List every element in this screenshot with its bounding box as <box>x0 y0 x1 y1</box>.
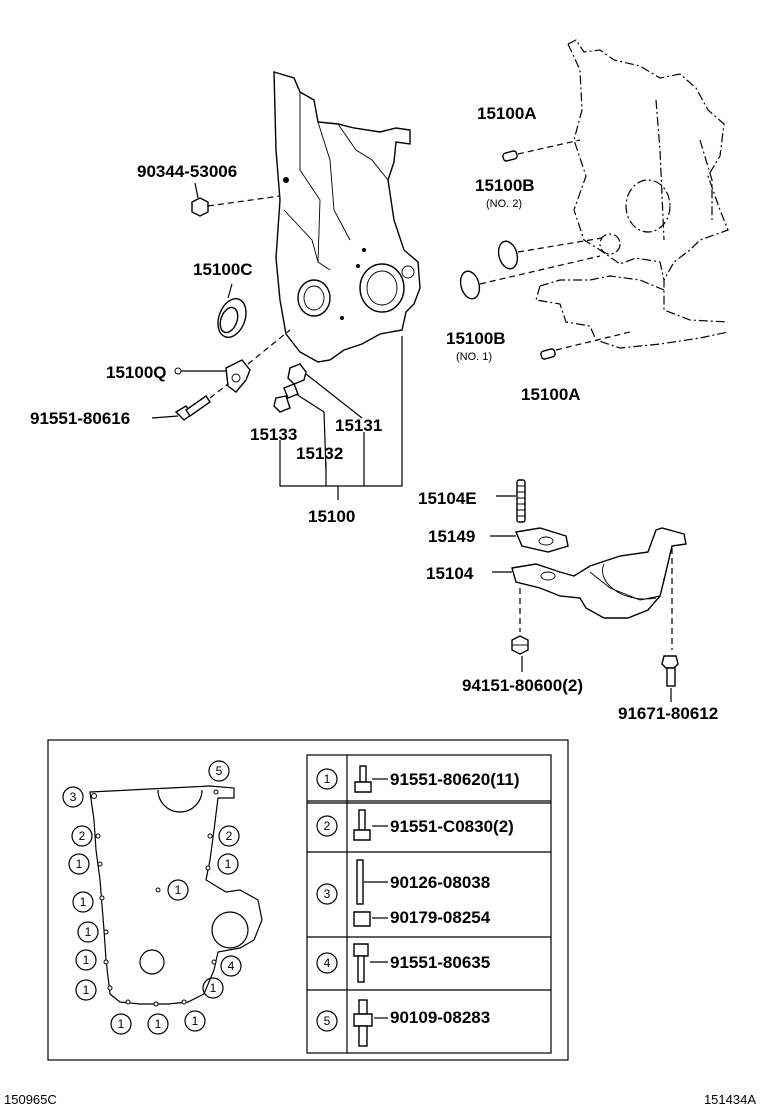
oil-seal-15100C <box>217 283 247 339</box>
gasket-15149 <box>490 527 569 553</box>
cover-marker: 1 <box>118 1017 125 1031</box>
cover-marker: 1 <box>83 983 90 997</box>
strainer-15104 <box>492 527 687 650</box>
cover-marker: 2 <box>226 829 233 843</box>
timing-cover-drawing <box>273 71 421 363</box>
label-15100B-top: 15100B <box>475 176 535 195</box>
bolt-row-4: 4 91551-80635 <box>316 943 490 983</box>
label-15100A-bottom: 15100A <box>521 385 581 404</box>
cover-position-markers: 5 3 2 2 1 1 1 1 1 1 1 1 4 1 1 1 <box>62 760 242 1035</box>
footer-code-left: 150965C <box>4 1092 57 1107</box>
union-bolt-icon <box>353 999 373 1047</box>
engine-block-outline <box>535 39 729 349</box>
bolt-table: 1 91551-80620(11) 2 91551-C0830(2) <box>306 754 552 1054</box>
label-15100Q: 15100Q <box>106 363 167 382</box>
stud-bolt-icon <box>356 859 364 905</box>
footer-code-right: 151434A <box>704 1092 756 1107</box>
label-91551-80616: 91551-80616 <box>30 409 130 428</box>
label-15104: 15104 <box>426 564 474 583</box>
sensor-15100Q <box>174 329 291 393</box>
nut-94151 <box>511 635 529 672</box>
cover-marker: 4 <box>228 959 235 973</box>
bolt-part-number: 91551-80635 <box>390 953 490 972</box>
label-15104E: 15104E <box>418 489 477 508</box>
flange-nut-icon <box>353 911 371 927</box>
label-15100B-bottom: 15100B <box>446 329 506 348</box>
cover-marker: 1 <box>155 1017 162 1031</box>
spring-15132 <box>283 383 327 471</box>
flange-bolt-icon <box>353 809 371 841</box>
bolt-row-1: 1 91551-80620(11) <box>316 765 520 793</box>
cover-marker: 5 <box>216 764 223 778</box>
label-15100: 15100 <box>308 507 355 526</box>
row-key: 1 <box>324 772 331 786</box>
label-94151-80600: 94151-80600(2) <box>462 676 583 695</box>
row-key: 5 <box>324 1014 331 1028</box>
plug-15131 <box>287 363 363 419</box>
label-15100A-top: 15100A <box>477 104 537 123</box>
label-no1: (NO. 1) <box>456 351 492 363</box>
bolt-part-number: 91551-C0830(2) <box>390 817 514 836</box>
bolt-hole-dots <box>91 789 219 1007</box>
bolt-91671 <box>661 655 679 702</box>
row-key: 4 <box>324 956 331 970</box>
flange-bolt-icon <box>353 943 369 983</box>
cover-marker: 1 <box>80 895 87 909</box>
cover-marker: 1 <box>192 1014 199 1028</box>
label-15133: 15133 <box>250 425 297 444</box>
cover-marker: 1 <box>225 857 232 871</box>
row-key: 3 <box>324 887 331 901</box>
dowel-pin-bottom <box>540 331 631 360</box>
stud-15104E <box>496 479 526 523</box>
row-key: 2 <box>324 819 331 833</box>
bolt-part-number: 90109-08283 <box>390 1008 490 1027</box>
bolt-91551-80616 <box>151 383 229 421</box>
bolt-part-number: 91551-80620(11) <box>390 770 520 789</box>
callout-labels: 15100A 15100B (NO. 2) 90344-53006 15100C… <box>30 104 718 723</box>
label-15149: 15149 <box>428 527 475 546</box>
label-15131: 15131 <box>335 416 382 435</box>
cover-marker: 1 <box>76 857 83 871</box>
bolt-row-2: 2 91551-C0830(2) <box>316 809 514 841</box>
o-ring-no1 <box>459 255 601 300</box>
bolt-row-3: 3 90126-08038 90179-08254 <box>316 859 491 927</box>
dowel-pin-top <box>502 139 581 162</box>
bolt-location-inset: 5 3 2 2 1 1 1 1 1 1 1 1 4 1 1 1 <box>47 739 569 1061</box>
cover-marker: 1 <box>85 925 92 939</box>
o-ring-no2 <box>497 237 603 270</box>
plug-90344 <box>191 182 281 217</box>
bolt-row-5: 5 90109-08283 <box>316 999 490 1047</box>
label-no2: (NO. 2) <box>486 198 522 210</box>
label-91671-80612: 91671-80612 <box>618 704 718 723</box>
label-90344-53006: 90344-53006 <box>137 162 237 181</box>
cover-marker: 1 <box>83 953 90 967</box>
cover-marker: 1 <box>175 883 182 897</box>
cover-marker: 2 <box>79 829 86 843</box>
label-15132: 15132 <box>296 444 343 463</box>
label-15100C: 15100C <box>193 260 253 279</box>
bolt-part-number: 90179-08254 <box>390 908 491 927</box>
cover-marker: 1 <box>210 981 217 995</box>
valve-15133 <box>273 395 291 413</box>
flange-bolt-icon <box>354 765 372 793</box>
assembly-bracket-15100 <box>279 336 403 500</box>
bolt-part-number: 90126-08038 <box>390 873 490 892</box>
cover-marker: 3 <box>70 790 77 804</box>
